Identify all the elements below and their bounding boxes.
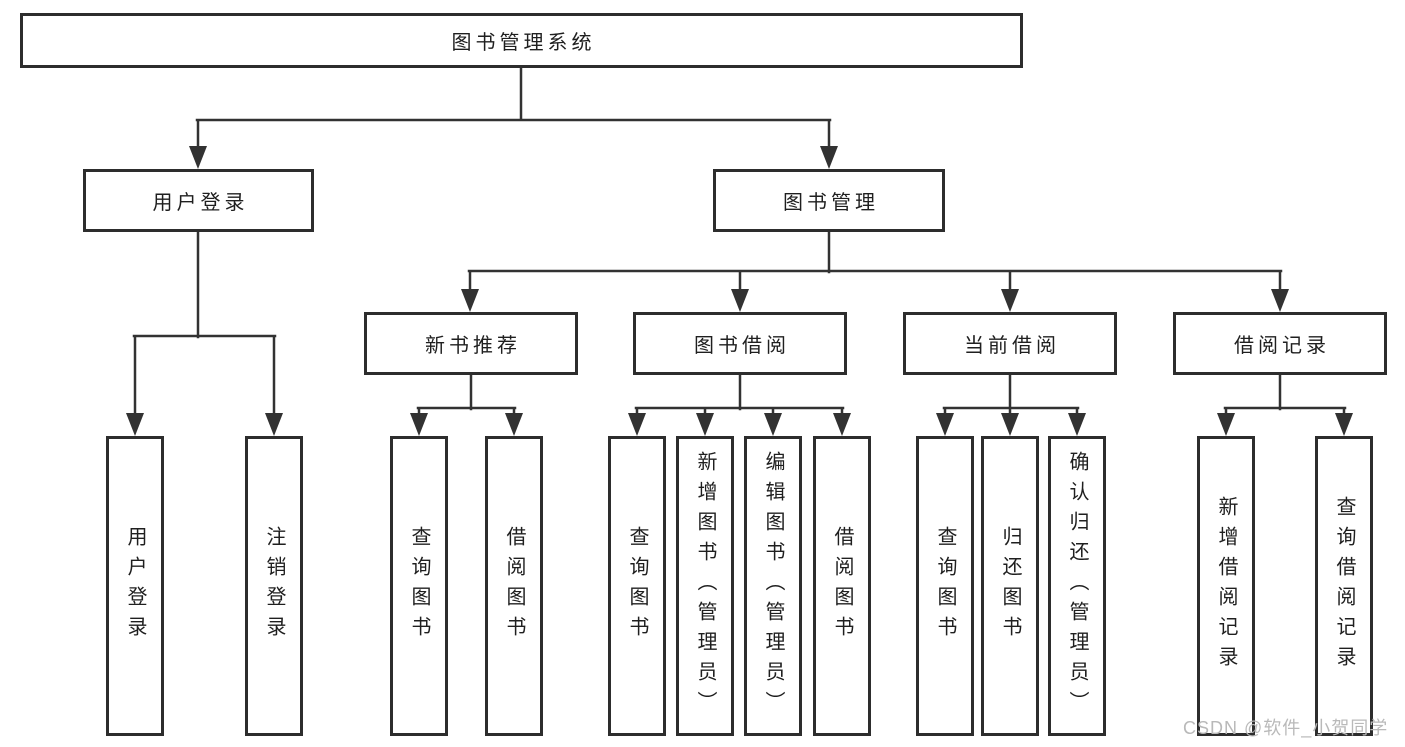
node-label: 借阅记录 <box>1234 335 1330 357</box>
node-label: 图书借阅 <box>694 335 790 357</box>
node-leaf-logout: 注销登录 <box>245 436 303 736</box>
node-label: 图书管理 <box>783 192 879 214</box>
node-label: 查询图书 <box>408 526 430 646</box>
node-label: 注销登录 <box>263 526 285 646</box>
node-label: 编辑图书（管理员） <box>762 451 784 721</box>
node-leaf-query-borrow-record: 查询借阅记录 <box>1315 436 1373 736</box>
node-leaf-borrow-books-2: 借阅图书 <box>813 436 871 736</box>
node-label: 归还图书 <box>999 526 1021 646</box>
node-leaf-query-books-3: 查询图书 <box>916 436 974 736</box>
node-leaf-return-books: 归还图书 <box>981 436 1039 736</box>
node-book-borrowing: 图书借阅 <box>633 312 847 375</box>
node-label: 用户登录 <box>124 526 146 646</box>
node-borrowing-records: 借阅记录 <box>1173 312 1387 375</box>
node-label: 新增借阅记录 <box>1215 496 1237 676</box>
node-label: 图书管理系统 <box>451 32 596 54</box>
node-label: 查询图书 <box>626 526 648 646</box>
csdn-watermark: CSDN @软件_小贺同学 <box>1183 718 1389 738</box>
node-label: 借阅图书 <box>503 526 525 646</box>
node-leaf-query-books-1: 查询图书 <box>390 436 448 736</box>
node-label: 查询借阅记录 <box>1333 496 1355 676</box>
node-leaf-edit-books-admin: 编辑图书（管理员） <box>744 436 802 736</box>
node-leaf-user-login: 用户登录 <box>106 436 164 736</box>
node-label: 确认归还（管理员） <box>1066 451 1088 721</box>
node-leaf-add-books-admin: 新增图书（管理员） <box>676 436 734 736</box>
node-user-login-branch: 用户登录 <box>83 169 314 232</box>
node-system-root: 图书管理系统 <box>20 13 1023 68</box>
node-leaf-borrow-books-1: 借阅图书 <box>485 436 543 736</box>
node-label: 当前借阅 <box>964 335 1060 357</box>
node-book-management-branch: 图书管理 <box>713 169 945 232</box>
node-label: 查询图书 <box>934 526 956 646</box>
node-leaf-query-books-2: 查询图书 <box>608 436 666 736</box>
node-new-book-recommend: 新书推荐 <box>364 312 578 375</box>
node-leaf-confirm-return-admin: 确认归还（管理员） <box>1048 436 1106 736</box>
node-label: 借阅图书 <box>831 526 853 646</box>
node-leaf-add-borrow-record: 新增借阅记录 <box>1197 436 1255 736</box>
node-label: 新书推荐 <box>425 335 521 357</box>
node-label: 用户登录 <box>152 192 249 214</box>
node-label: 新增图书（管理员） <box>694 451 716 721</box>
node-current-borrowing: 当前借阅 <box>903 312 1117 375</box>
